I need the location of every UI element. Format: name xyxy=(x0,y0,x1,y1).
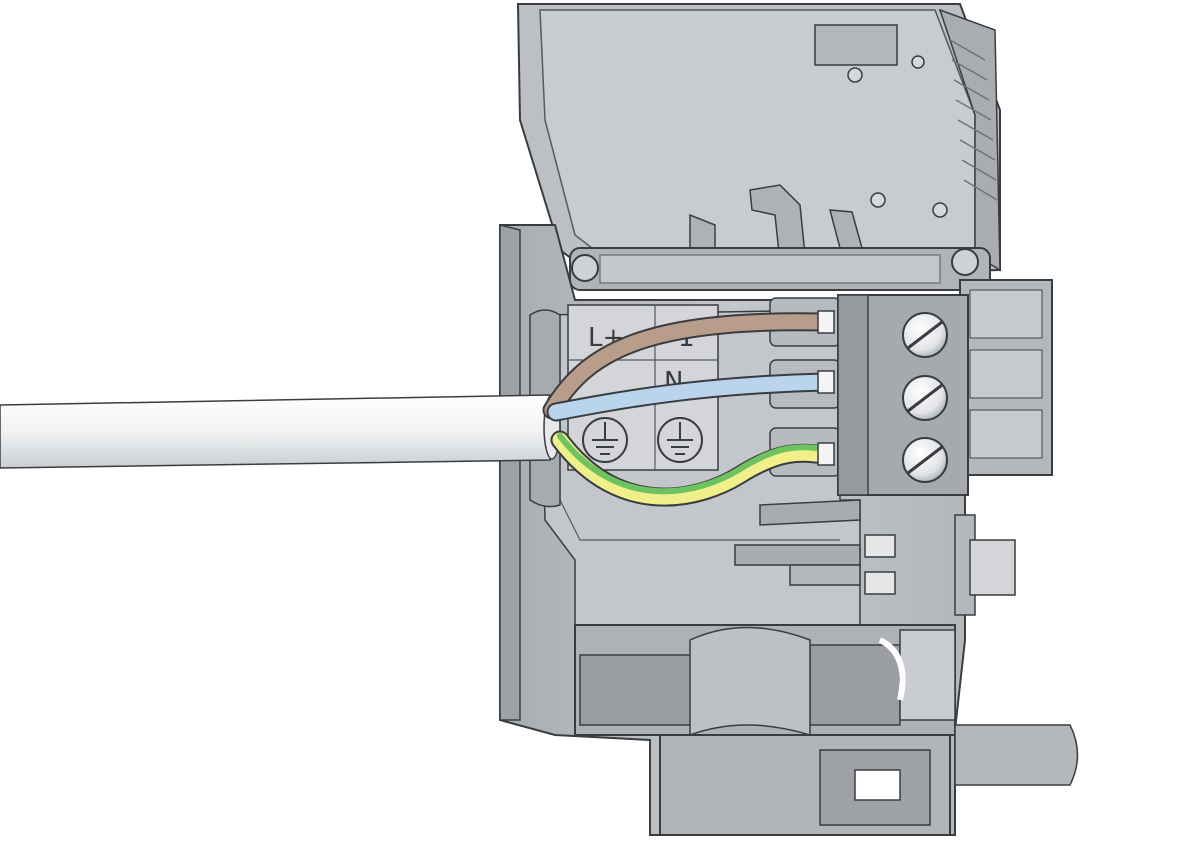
wire-ferrule xyxy=(817,442,835,466)
screw-terminal-block xyxy=(837,294,969,496)
wire-green-yellow xyxy=(550,430,835,507)
strain-relief-clamp xyxy=(574,624,1079,836)
wire-ferrule xyxy=(817,310,835,334)
screw-icon xyxy=(902,437,948,483)
label-recess xyxy=(814,24,898,66)
screw-icon xyxy=(902,375,948,421)
cable-sheath xyxy=(0,394,561,469)
protective-earth-icon xyxy=(657,417,703,463)
protective-earth-icon xyxy=(582,417,628,463)
screw-icon xyxy=(902,312,948,358)
side-latch xyxy=(954,279,1053,616)
internal-ribs xyxy=(734,499,896,595)
wire-ferrule xyxy=(817,370,835,394)
hinged-cover xyxy=(516,3,1001,282)
hinge xyxy=(569,247,991,291)
wire-blue xyxy=(546,370,835,422)
wire-brown xyxy=(542,310,835,420)
